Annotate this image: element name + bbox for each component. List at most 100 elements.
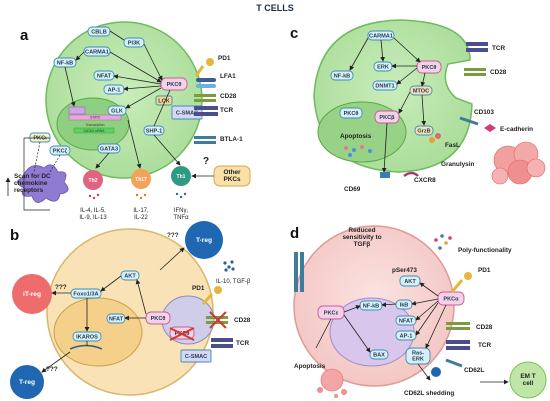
node-d-pkc-alpha: PKCα — [437, 291, 465, 306]
node-c-pkc-beta: PKCβ — [374, 110, 400, 124]
node-nfat: NFAT — [93, 70, 115, 81]
receptor-pd1-icon — [206, 58, 214, 66]
cytokines-th17: IL-17,IL-22 — [133, 208, 149, 221]
svg-text:Ras-ERK: Ras-ERK — [412, 351, 424, 363]
receptor-btla1-icon — [194, 136, 216, 139]
arrow-akt-foxo — [100, 275, 122, 292]
label-btla1: BTLA-1 — [220, 136, 243, 143]
label-c-cd28: CD28 — [490, 69, 507, 76]
label-b-pd1: PD1 — [192, 285, 205, 292]
svg-text:PKCθ: PKCθ — [422, 65, 437, 71]
panel-a-mrna-label: GATA3 mRNA — [84, 129, 106, 133]
arrow-pkc-glk — [125, 87, 162, 109]
arrow-carma-nfkb — [75, 51, 85, 61]
label-b-cd28: CD28 — [234, 317, 251, 324]
arrow-carma-pkc — [109, 51, 162, 83]
node-pkc-iota: PKCι — [29, 132, 51, 143]
panel-c: c CARMA1 ERK PKCθ NF-kB DNMT1 MTOC PKCθ … — [290, 19, 546, 193]
arrow-pkc-ap1 — [123, 85, 162, 92]
svg-text:PKCθ: PKCθ — [344, 111, 359, 117]
label-lfa1: LFA1 — [220, 73, 236, 80]
question-b1: ??? — [55, 284, 67, 291]
arrow-pi3k-pkc — [143, 43, 163, 81]
svg-text:AP-1: AP-1 — [400, 333, 413, 339]
receptor-b-pd1-icon — [214, 286, 222, 294]
label-d-pd1: PD1 — [478, 267, 491, 274]
svg-text:PKCζ: PKCζ — [53, 148, 68, 154]
cell-treg-bottom — [10, 365, 44, 399]
svg-text:IkB: IkB — [400, 302, 409, 308]
svg-text:PI3K: PI3K — [128, 40, 140, 46]
label-d-tcr: TCR — [478, 342, 492, 349]
node-c-erk: ERK — [373, 61, 393, 72]
arrow-gata3-th2 — [95, 152, 110, 169]
panel-a-stat6-label: STAT6 — [90, 116, 100, 120]
cell-em-t — [509, 361, 547, 399]
label-c-apoptosis: Apoptosis — [340, 133, 372, 140]
node-c-nfkb: NF-kB — [330, 70, 354, 81]
svg-text:NFAT: NFAT — [399, 318, 414, 324]
label-c-cd103: CD103 — [474, 109, 494, 116]
node-cblb: CBLB — [87, 26, 111, 37]
node-nfkb: NF-kB — [53, 57, 77, 68]
node-d-ap1: AP-1 — [395, 330, 417, 341]
panel-a-receptors: PD1 LFA1 CD28 TCR BTLA-1 — [194, 55, 243, 144]
cell-treg-top-label: T-reg — [196, 237, 212, 244]
arrow-pkc-akt — [135, 279, 147, 315]
svg-text:NF-kB: NF-kB — [334, 73, 350, 79]
svg-text:NF-kB: NF-kB — [363, 303, 379, 309]
label-tcr: TCR — [220, 107, 234, 114]
cell-treg-bottom-label: T-reg — [19, 379, 35, 386]
label-d-pser473: pSer473 — [392, 267, 417, 274]
arrow-shp1-pkc — [153, 89, 171, 127]
cell-th17 — [131, 169, 151, 189]
label-c-fasl: FasL — [445, 142, 460, 149]
node-d-akt: AKT — [399, 275, 421, 287]
apoptotic-cell — [317, 368, 347, 398]
cd69-icon — [380, 172, 390, 178]
arrow-th1 — [153, 134, 181, 166]
svg-text:PKCβ: PKCβ — [379, 115, 395, 121]
node-b-ikaros: IKAROS — [72, 331, 102, 342]
cell-th2 — [83, 170, 103, 190]
node-b-csmac: C-SMAC — [180, 349, 212, 363]
panel-b-letter: b — [10, 227, 19, 244]
question-b3: ??? — [46, 366, 58, 373]
label-d-apoptosis: Apoptosis — [294, 363, 326, 370]
node-lck: LCK — [155, 95, 173, 106]
cytokines-th2: IL-4, IL-5,IL-9, IL-13 — [79, 208, 107, 221]
svg-text:AKT: AKT — [404, 279, 416, 285]
receptor-c-tcr-icon — [466, 42, 488, 46]
node-d-bax: BAX — [369, 349, 389, 360]
svg-text:MTOC: MTOC — [413, 88, 429, 94]
label-b-tcr: TCR — [236, 340, 250, 347]
svg-text:PKCθ: PKCθ — [167, 82, 182, 88]
panel-a-letter: a — [20, 27, 29, 44]
node-c-mtoc: MTOC — [409, 85, 433, 96]
panel-d-letter: d — [290, 225, 299, 242]
svg-text:Foxo1/3A: Foxo1/3A — [73, 291, 98, 297]
node-glk: GLK — [107, 105, 127, 116]
label-c-granulysin: Granulysin — [441, 161, 474, 168]
arrow-to-treg-top — [159, 247, 185, 271]
receptor-d-pd1-icon — [464, 272, 472, 280]
node-pkc-zeta: PKCζ — [49, 145, 71, 156]
svg-text:C-SMAC: C-SMAC — [185, 354, 207, 360]
label-c-cd69: CD69 — [344, 186, 361, 193]
node-b-nfat: NFAT — [106, 313, 126, 324]
dendritic-cell — [17, 164, 69, 203]
question-mark: ? — [203, 156, 209, 167]
arrow-cblb-pi3k — [109, 30, 125, 41]
arrow-th17 — [127, 119, 142, 169]
node-d-ras-erk: Ras-ERK — [405, 347, 431, 365]
svg-text:LCK: LCK — [158, 98, 170, 104]
svg-text:GATA3: GATA3 — [100, 146, 118, 152]
node-b-akt: AKT — [120, 270, 140, 281]
node-ap1: AP-1 — [103, 84, 125, 95]
svg-text:GLK: GLK — [111, 108, 123, 114]
label-d-polyfunctionality: Poly-functionality — [458, 247, 512, 254]
node-gata3: GATA3 — [97, 143, 121, 154]
